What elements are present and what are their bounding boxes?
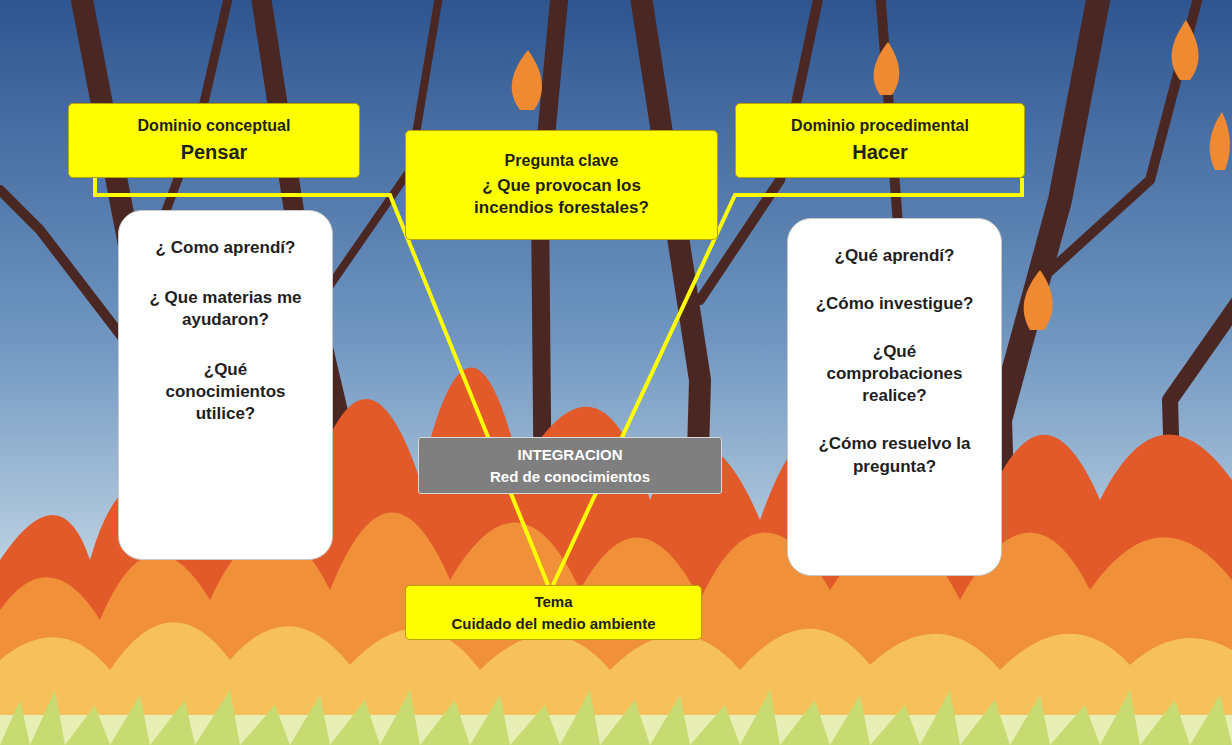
thinking-questions-box: ¿ Como aprendí? ¿ Que materias me ayudaro…	[118, 210, 333, 560]
flame-layer	[0, 622, 1232, 745]
grass-blades	[0, 690, 1232, 745]
box-heading: Dominio procedimental	[791, 116, 969, 137]
box-text: ¿ Que materias me ayudaron?	[143, 287, 308, 331]
conceptual-domain-box: Dominio conceptualPensar	[68, 103, 360, 178]
box-text: ¿Qué comprobaciones realice?	[812, 341, 977, 407]
box-heading: INTEGRACION	[518, 445, 623, 465]
box-text: Cuidado del medio ambiente	[451, 614, 655, 634]
flame-tongue	[1172, 20, 1199, 80]
box-heading: Dominio conceptual	[138, 116, 291, 137]
flame-group	[0, 20, 1232, 745]
box-heading: Pregunta clave	[505, 151, 619, 172]
key-question-box: Pregunta clave ¿ Que provocan los incendi…	[405, 130, 718, 240]
box-text: ¿Qué conocimientos utilice?	[143, 359, 308, 425]
doing-questions-box: ¿Qué aprendí? ¿Cómo investigue? ¿Qué compr…	[787, 218, 1002, 576]
integration-box: INTEGRACIONRed de conocimientos	[418, 437, 722, 494]
box-heading: ¿ Como aprendí?	[156, 237, 296, 259]
box-text: Hacer	[852, 139, 908, 165]
box-text: ¿ Que provocan los incendios forestales?	[452, 175, 672, 219]
box-heading: ¿Qué aprendí?	[835, 245, 955, 267]
grass-group	[0, 690, 1232, 745]
box-heading: Tema	[534, 592, 572, 612]
flame-tongue	[1210, 112, 1230, 170]
box-text: Pensar	[181, 139, 248, 165]
flame-tongue	[512, 50, 542, 110]
flame-tongue	[1024, 270, 1053, 330]
tree-branch	[1040, 0, 1200, 280]
box-text: ¿Cómo resuelvo la pregunta?	[812, 433, 977, 477]
box-text: ¿Cómo investigue?	[816, 293, 974, 315]
flame-tongue	[874, 42, 900, 95]
box-text: Red de conocimientos	[490, 467, 650, 487]
topic-box: TemaCuidado del medio ambiente	[405, 585, 702, 640]
procedural-domain-box: Dominio procedimentalHacer	[735, 103, 1025, 178]
